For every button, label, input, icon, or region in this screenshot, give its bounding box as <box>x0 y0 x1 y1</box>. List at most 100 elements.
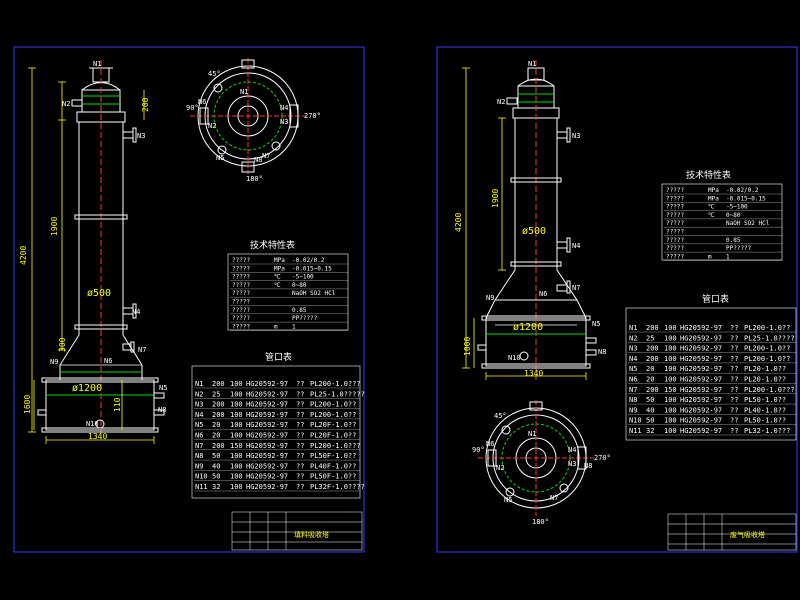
left-nozzle-cell: HG20592-97 <box>246 452 288 460</box>
left-plan-tag-n7: N7 <box>262 152 270 160</box>
right-sheet-frame <box>436 46 798 553</box>
left-nozzle-cell: ?? <box>296 432 304 440</box>
left-tech-cell: MPa <box>274 265 285 272</box>
left-tag-n8: N8 <box>158 406 166 414</box>
left-nozzle-cell: 100 <box>230 390 243 398</box>
right-tech-cell: 1 <box>726 253 730 260</box>
left-dim-lower: 300 <box>58 337 67 352</box>
right-dimension-lines <box>462 67 587 380</box>
right-tech-cell: -5~100 <box>726 204 748 211</box>
right-nozzle-cell: PL200-1.0?? <box>744 345 790 353</box>
left-plan-tag-n8: N8 <box>254 156 262 164</box>
right-nozzle-cell: 100 <box>664 345 677 353</box>
left-nozzle-cell: PL32F-1.0???? <box>310 483 365 491</box>
right-nozzle-cell: 100 <box>664 355 677 363</box>
right-nozzle-cell: 50 <box>646 417 654 425</box>
left-tech-cell: ????? <box>232 290 250 297</box>
left-nozzle-cell: PL20F-1.0?? <box>310 432 356 440</box>
right-nozzle-cell: 40 <box>646 406 654 414</box>
right-nozzle-cell: N9 <box>629 406 637 414</box>
right-title-block <box>667 513 797 551</box>
left-dim-mid: 1900 <box>50 217 59 236</box>
left-tech-cell: -0.02/0.2 <box>292 257 325 264</box>
right-tag-n2: N2 <box>497 98 505 106</box>
right-tech-cell: MPa <box>708 187 719 194</box>
right-nozzle-cell: N10 <box>629 417 642 425</box>
right-plan-angle-270: 270° <box>594 454 611 462</box>
left-tech-cell: 0~80 <box>292 282 307 289</box>
left-tag-n9: N9 <box>50 358 58 366</box>
left-nozzle-cell: ?? <box>296 442 304 450</box>
left-tech-cell: ????? <box>232 307 250 314</box>
left-tag-n7: N7 <box>138 346 146 354</box>
right-nozzle-cell: HG20592-97 <box>680 355 722 363</box>
left-nozzle-cell: HG20592-97 <box>246 483 288 491</box>
left-dim-dia-base: ø1200 <box>72 383 102 394</box>
right-plan-tag-n3: N3 <box>568 460 576 468</box>
left-plan-tag-n4: N4 <box>280 104 288 112</box>
left-nozzle-cell: 150 <box>230 442 243 450</box>
right-plan-angle-45: 45° <box>494 412 507 420</box>
left-tag-n5: N5 <box>159 384 167 392</box>
left-nozzle-cell: 200 <box>212 380 225 388</box>
left-plan-angle-90: 90° <box>186 104 199 112</box>
right-plan-tag-n7: N7 <box>550 494 558 502</box>
right-tech-cell: 0.85 <box>726 237 741 244</box>
left-nozzle-cell: 20 <box>212 432 220 440</box>
right-nozzle-cell: HG20592-97 <box>680 406 722 414</box>
right-tag-n8: N8 <box>598 348 606 356</box>
right-tech-cell: ℃ <box>708 212 715 219</box>
right-nozzle-cell: PL50-1.0?? <box>744 417 786 425</box>
right-nozzle-cell: ?? <box>730 427 738 435</box>
right-tag-n3: N3 <box>572 132 580 140</box>
right-plan-tag-n4: N4 <box>568 446 576 454</box>
right-nozzle-cell: 20 <box>646 376 654 384</box>
left-dim-base: 1600 <box>23 395 32 414</box>
right-tag-n9: N9 <box>486 294 494 302</box>
right-nozzle-cell: HG20592-97 <box>680 365 722 373</box>
left-tech-cell: 0.85 <box>292 307 307 314</box>
left-dimension-texts: 4200 200 1900 300 1600 110 1340 ø500 ø12… <box>19 97 150 441</box>
left-nozzle-cell: 100 <box>230 483 243 491</box>
left-nozzle-cell: 200 <box>212 401 225 409</box>
right-nozzle-cell: ?? <box>730 396 738 404</box>
left-nozzle-tags: N1 N2 N3 N4 N5 N6 N7 N8 N9 N10 <box>50 60 167 428</box>
right-nozzle-cell: HG20592-97 <box>680 376 722 384</box>
right-nozzle-cell: ?? <box>730 334 738 342</box>
left-nozzle-cell: 50 <box>212 473 220 481</box>
left-nozzle-cell: 100 <box>230 452 243 460</box>
left-nozzle-cell: ?? <box>296 380 304 388</box>
right-plan-angle-180: 180° <box>532 518 549 526</box>
right-nozzle-tags: N1 N2 N3 N4 N5 N6 N7 N8 N9 N10 <box>486 60 606 362</box>
left-tech-table-title: 技术特性表 <box>250 239 295 251</box>
right-nozzle-cell: 200 <box>646 355 659 363</box>
right-dim-dia-column: ø500 <box>522 226 546 237</box>
left-nozzle-cell: N8 <box>195 452 203 460</box>
left-tag-n10: N10 <box>86 420 99 428</box>
right-nozzle-cell: PL200-1.0??? <box>744 386 795 394</box>
left-nozzle-cell: N3 <box>195 401 203 409</box>
right-plan-view <box>478 400 594 516</box>
left-dim-total-height: 4200 <box>19 246 28 265</box>
right-tag-n5: N5 <box>592 320 600 328</box>
left-nozzle-cell: HG20592-97 <box>246 421 288 429</box>
left-tech-cell: m <box>274 323 278 330</box>
left-tech-cell: -0.015~0.15 <box>292 265 332 272</box>
right-tech-cell: ????? <box>666 195 684 202</box>
left-nozzle-cell: ?? <box>296 411 304 419</box>
right-plan-tag-n8: N8 <box>584 462 592 470</box>
left-plan-angle-180: 180° <box>246 175 263 183</box>
left-nozzle-cell: 100 <box>230 380 243 388</box>
left-nozzle-cell: PL50F-1.0?? <box>310 452 356 460</box>
left-nozzle-cell: HG20592-97 <box>246 442 288 450</box>
left-sheet-frame <box>13 46 365 553</box>
right-nozzle-cell: HG20592-97 <box>680 334 722 342</box>
right-nozzle-cell: ?? <box>730 417 738 425</box>
left-nozzle-cell: HG20592-97 <box>246 432 288 440</box>
left-nozzle-cell: 100 <box>230 473 243 481</box>
right-nozzle-cell: N3 <box>629 345 637 353</box>
right-nozzle-cell: 200 <box>646 345 659 353</box>
right-nozzle-cell: N1 <box>629 324 637 332</box>
left-plan-angle-270: 270° <box>304 112 321 120</box>
